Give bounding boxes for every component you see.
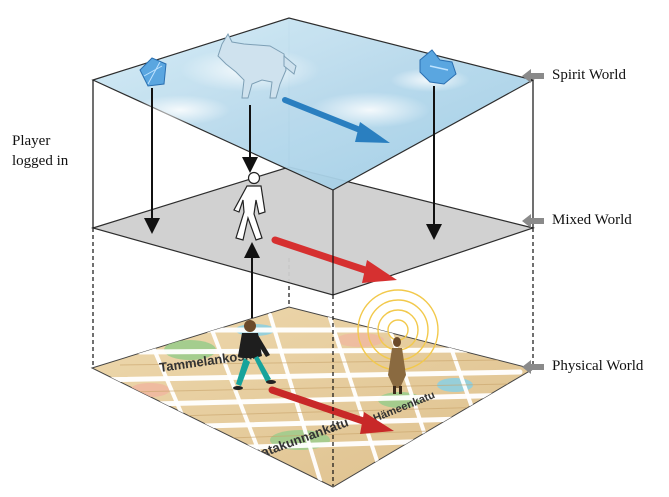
pointer-arrow-icon (522, 68, 544, 83)
mixed-world-text: Mixed World (552, 212, 632, 228)
layer-connector-arrows (144, 86, 442, 318)
mixed-world-layer (90, 166, 536, 296)
spirit-movement-arrow (282, 97, 390, 143)
spirit-world-text: Spirit World (552, 67, 626, 83)
mixed-movement-arrow (271, 236, 397, 283)
physical-world-label: Physical World (522, 358, 643, 375)
standing-woman-icon (388, 337, 406, 394)
physical-movement-arrow (268, 386, 394, 434)
crystal-creature-icon (139, 57, 167, 87)
hand-spirit-icon (419, 49, 457, 85)
player-logged-in-label: Player logged in (12, 131, 68, 171)
walking-person-silhouette-icon (233, 171, 266, 241)
pointer-arrow-icon (522, 213, 544, 228)
spirit-world-label: Spirit World (522, 67, 626, 84)
pointer-arrow-icon (522, 359, 544, 374)
physical-world-layer: Tammelankoski Satakunnankatu Hämeenkatu (90, 306, 535, 488)
physical-world-text: Physical World (552, 358, 644, 374)
player-label-line2: logged in (12, 153, 69, 169)
player-label-line1: Player (12, 133, 51, 149)
walking-man-icon (233, 320, 276, 390)
mixed-world-label: Mixed World (522, 212, 632, 229)
wolf-icon (217, 32, 297, 99)
